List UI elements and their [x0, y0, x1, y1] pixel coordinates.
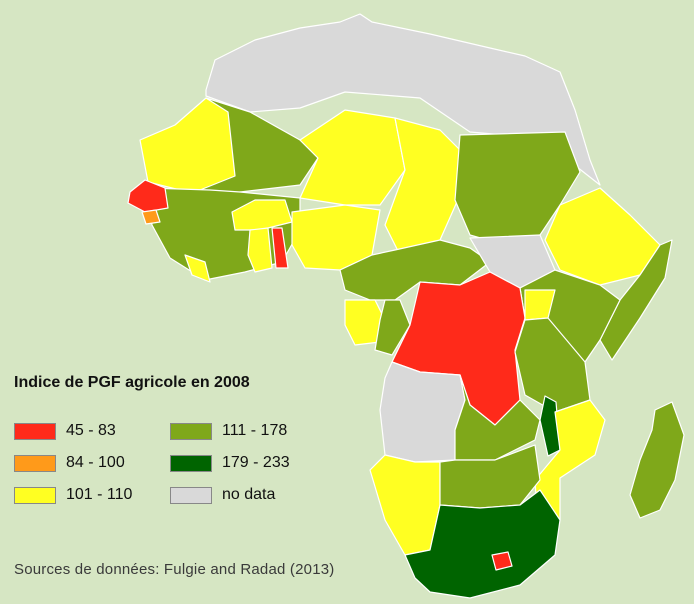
region-madagascar	[629, 401, 685, 519]
legend-label: 101 - 110	[66, 486, 133, 503]
legend-swatch-grey	[170, 486, 212, 504]
region-ghana	[247, 227, 273, 273]
legend-item-101-110: 101 - 110	[14, 486, 132, 504]
region-south-africa	[404, 489, 561, 599]
legend-label: 45 - 83	[66, 422, 116, 439]
legend-item-no-data: no data	[170, 486, 275, 504]
region-lesotho	[491, 551, 513, 571]
region-angola	[379, 361, 466, 463]
legend-item-179-233: 179 - 233	[170, 454, 290, 472]
region-mauritania	[139, 97, 239, 191]
region-mozambique	[534, 399, 606, 529]
legend-swatch-light-green	[170, 422, 212, 440]
legend-item-111-178: 111 - 178	[170, 422, 287, 440]
legend-label: 179 - 233	[222, 454, 290, 471]
legend-label: no data	[222, 486, 276, 503]
legend-swatch-yellow	[14, 486, 56, 504]
region-togo	[271, 227, 289, 269]
region-liberia	[184, 254, 211, 283]
region-malawi	[539, 395, 561, 457]
region-guinea-bissau	[141, 209, 161, 225]
region-senegal	[127, 179, 169, 213]
region-niger	[299, 109, 406, 206]
source-note: Sources de données: Fulgie and Radad (20…	[14, 561, 335, 578]
legend-item-84-100: 84 - 100	[14, 454, 125, 472]
region-congo	[374, 299, 411, 356]
legend-title: Indice de PGF agricole en 2008	[14, 374, 250, 391]
region-zambia	[454, 374, 541, 461]
legend-swatch-red	[14, 422, 56, 440]
region-cameroon-car	[339, 239, 491, 301]
region-namibia	[369, 454, 441, 556]
legend-item-45-83: 45 - 83	[14, 422, 116, 440]
region-north-africa	[205, 13, 601, 186]
legend-swatch-orange	[14, 454, 56, 472]
legend-label: 111 - 178	[222, 422, 288, 439]
legend-label: 84 - 100	[66, 454, 125, 471]
legend-swatch-dark-green	[170, 454, 212, 472]
